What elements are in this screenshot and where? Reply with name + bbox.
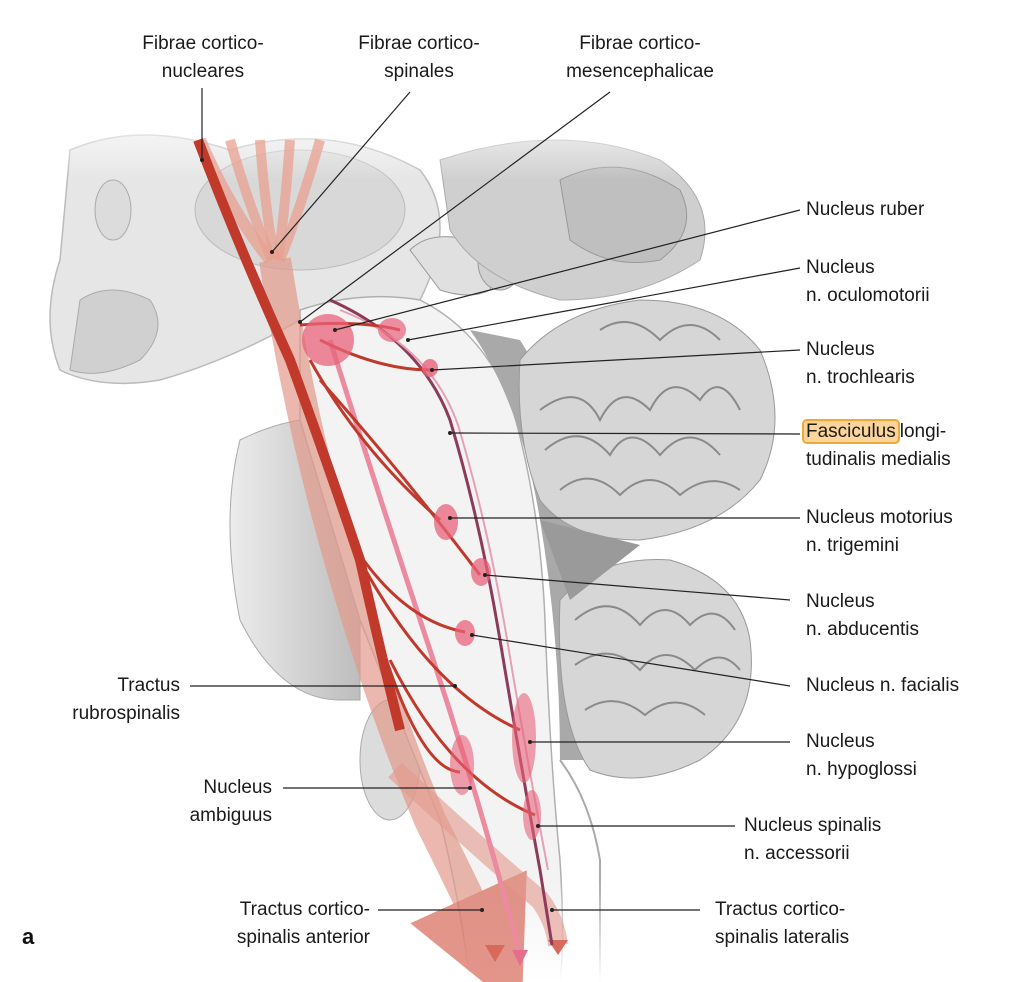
leader-lines [190,88,801,911]
label-tractus-rubrospinalis: Tractus rubrospinalis [72,675,180,724]
label-nucleus-hypoglossi: Nucleus n. hypoglossi [806,731,917,780]
label-tractus-corticospinalis-lateralis: Tractus cortico- spinalis lateralis [715,899,850,948]
label-nucleus-motorius-trigemini: Nucleus motorius n. trigemini [806,507,953,556]
label-nucleus-ambiguus: Nucleus ambiguus [189,777,272,826]
trigeminal-nucleus-shape [434,504,458,540]
facial-nucleus-shape [455,620,475,646]
label-fibrae-corticonucleares: Fibrae cortico- nucleares [142,33,264,82]
cerebellum [518,299,776,779]
accessory-nucleus-shape [523,790,541,840]
label-fibrae-corticomesencephalicae: Fibrae cortico- mesencephalicae [566,33,714,82]
figure-panel-letter: a [22,924,35,949]
label-nucleus-trochlearis: Nucleus n. trochlearis [806,339,915,388]
leader-dots [200,158,554,912]
hypoglossal-nucleus-shape [512,693,536,783]
label-nucleus-abducentis: Nucleus n. abducentis [806,591,920,640]
nuclei [302,314,541,840]
highlighted-term[interactable]: Fasciculus [802,419,900,444]
label-tractus-corticospinalis-anterior: Tractus cortico- spinalis anterior [236,899,370,948]
label-nucleus-ruber: Nucleus ruber [806,199,925,220]
ambiguus-nucleus-shape [450,735,474,795]
trochlear-nucleus-shape [422,359,438,377]
label-nucleus-oculomotorii: Nucleus n. oculomotorii [806,257,930,306]
nucleus-ruber-shape [302,314,354,366]
label-fibrae-corticospinales: Fibrae cortico- spinales [358,33,480,82]
label-nucleus-spinalis-accessorii: Nucleus spinalis n. accessorii [744,815,882,864]
oculomotor-nucleus-shape [378,318,406,342]
abducens-nucleus-shape [471,558,491,586]
tracts [193,137,568,982]
label-nucleus-facialis: Nucleus n. facialis [806,675,960,696]
